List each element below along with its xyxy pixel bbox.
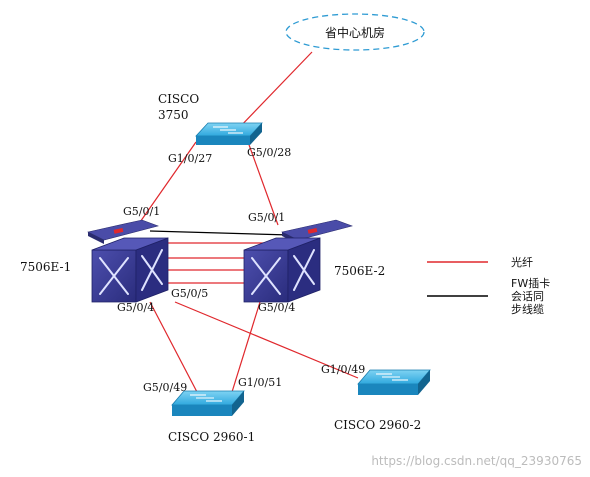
port-3750-right: G5/0/28 [247, 146, 291, 159]
switch-3750-front [196, 136, 250, 145]
switch-3750: CISCO 3750 G1/0/27 G5/0/28 [158, 92, 291, 165]
chassis-7506e-2: 7506E-2 G5/0/1 G5/0/4 [243, 211, 385, 314]
link-3750-to-7506e2 [247, 141, 279, 226]
cloud-label: 省中心机房 [325, 25, 385, 40]
switch-3750-arrows-icon [213, 126, 243, 134]
legend-sync-label-3: 步线缆 [511, 302, 544, 316]
fw-card-left [87, 219, 159, 241]
port-3750-left: G1/0/27 [168, 152, 212, 165]
sync-link-chassis [149, 230, 291, 236]
chassis-right-top [243, 237, 321, 251]
port-7506e2-bottom: G5/0/4 [258, 301, 295, 314]
link-3750-to-7506e1 [137, 141, 197, 226]
port-2960-1-left: G5/0/49 [143, 381, 187, 394]
cloud-node: 省中心机房 [285, 13, 425, 51]
legend: 光纤 FW插卡 会话同 步线缆 [427, 255, 550, 316]
fw-card-left-led-icon [113, 228, 124, 234]
fw-card-right-led-icon [307, 228, 318, 234]
fiber-links [137, 51, 359, 393]
link-7506e1-to-2960-1 [149, 301, 198, 393]
switch-2960-2-arrows-icon [376, 373, 408, 381]
switch-2960-1: CISCO 2960-1 G5/0/49 G1/0/51 [143, 376, 282, 444]
chassis-left-top [91, 237, 169, 251]
chassis-right-name: 7506E-2 [334, 264, 385, 278]
port-7506e2-top: G5/0/1 [248, 211, 285, 224]
legend-sync-label-1: FW插卡 [511, 276, 550, 290]
watermark: https://blog.csdn.net/qq_23930765 [371, 454, 582, 468]
port-7506e1-g504: G5/0/4 [117, 301, 154, 314]
chassis-right-arrows-icon [251, 249, 315, 295]
switch-3750-side [250, 123, 262, 145]
switch-2960-2: CISCO 2960-2 G1/0/49 [321, 363, 431, 432]
switch-2960-1-arrows-icon [190, 394, 222, 402]
fw-card-right [281, 219, 353, 241]
link-7506e1-to-2960-2 [174, 301, 359, 379]
link-cloud-to-3750 [234, 51, 313, 133]
port-2960-1-right: G1/0/51 [238, 376, 282, 389]
port-7506e1-g505: G5/0/5 [171, 287, 208, 300]
switch-2960-1-name: CISCO 2960-1 [168, 430, 255, 444]
port-2960-2: G1/0/49 [321, 363, 365, 376]
chassis-left-name: 7506E-1 [20, 260, 71, 274]
legend-sync-label-2: 会话同 [511, 290, 544, 303]
chassis-left-arrows-icon [99, 249, 163, 295]
switch-3750-model: 3750 [158, 108, 189, 122]
legend-fiber-label: 光纤 [511, 255, 533, 269]
link-7506e2-to-2960-1 [231, 301, 261, 393]
chassis-7506e-1: 7506E-1 G5/0/1 G5/0/5 G5/0/4 [20, 205, 208, 314]
switch-2960-2-name: CISCO 2960-2 [334, 418, 421, 432]
port-7506e1-top: G5/0/1 [123, 205, 160, 218]
switch-3750-brand: CISCO [158, 92, 199, 106]
cloud-outline [285, 13, 425, 51]
